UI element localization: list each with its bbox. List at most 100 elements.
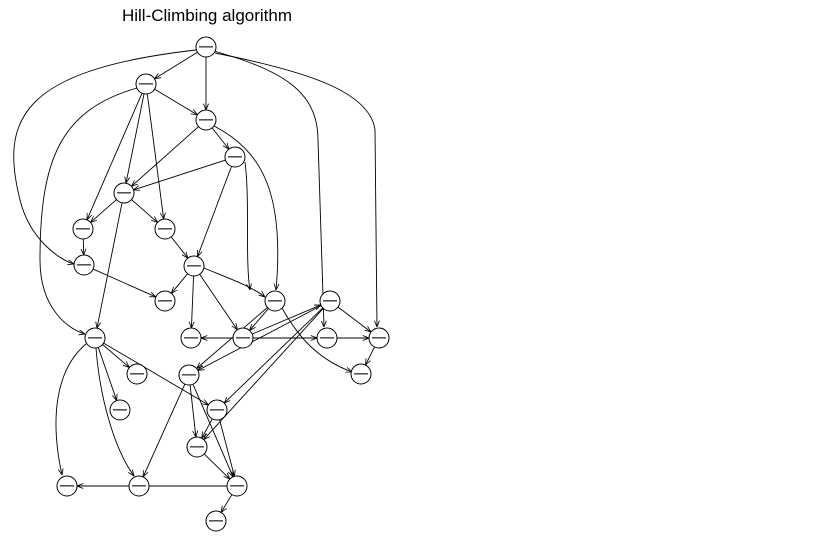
graph-edge [204, 308, 324, 439]
node-label-mark [158, 228, 172, 230]
graph-edge [91, 199, 117, 223]
graph-edge [189, 384, 196, 437]
node-label-mark [210, 409, 224, 411]
node-label-mark [209, 520, 223, 522]
graph-edge [250, 308, 269, 331]
graph-edge [252, 305, 321, 335]
graph-title: Hill-Climbing algorithm [121, 6, 293, 25]
node-label-mark [158, 300, 172, 302]
graph-edge [171, 273, 188, 294]
graph-edge [146, 93, 163, 219]
graph-edge [221, 494, 233, 513]
graph-node-n18 [109, 399, 131, 421]
node-label-mark [230, 485, 244, 487]
graph-node-n2 [135, 73, 157, 95]
graph-edge [365, 346, 375, 365]
node-label-mark [320, 337, 334, 339]
graph-node-n12 [84, 327, 106, 349]
graph-node-n23 [226, 475, 248, 497]
graph-edge [154, 88, 198, 115]
node-label-mark [76, 228, 90, 230]
node-label-mark [139, 83, 153, 85]
node-label-mark [228, 156, 242, 158]
graph-edge [202, 418, 213, 438]
graph-node-n11 [180, 327, 202, 349]
graph-edge [198, 305, 322, 371]
graph-node-n4 [224, 146, 246, 168]
node-label-mark [60, 485, 74, 487]
node-label-mark [236, 337, 250, 339]
node-label-mark [130, 373, 144, 375]
graph-edge [203, 453, 230, 479]
node-label-mark [77, 264, 91, 266]
graph-edge [92, 268, 156, 297]
graph-edge [170, 236, 188, 258]
graph-edge [95, 347, 134, 476]
node-label-mark [199, 119, 213, 121]
graph-edge [55, 343, 87, 475]
graph-edge [191, 275, 193, 328]
graph-edge [198, 166, 232, 256]
graph-edge [214, 52, 377, 327]
graph-node-n20 [178, 364, 200, 386]
graph-edge [97, 202, 123, 328]
graph-edge [97, 347, 116, 400]
graph-node-n27 [128, 475, 150, 497]
graph-edge [224, 307, 324, 403]
graph-node-n7 [154, 218, 176, 240]
graph-node-n3 [195, 109, 217, 131]
graph-edge [281, 307, 352, 372]
graph-edge [213, 125, 278, 290]
graph-edge [134, 159, 226, 190]
graph-edge [39, 87, 138, 334]
graph-edge [131, 199, 158, 223]
graph-edge [337, 306, 371, 332]
node-label-mark [268, 300, 282, 302]
graph-node-n25 [205, 510, 227, 532]
node-label-mark [182, 374, 196, 376]
graph-node-n21 [368, 327, 390, 349]
graph-edge [87, 92, 143, 220]
node-label-mark [372, 337, 386, 339]
graph-node-n24 [350, 363, 372, 385]
node-label-mark [199, 46, 213, 48]
graph-edge [199, 274, 238, 329]
graph-edge [102, 344, 130, 368]
node-label-mark [187, 265, 201, 267]
graph-edge [219, 419, 235, 477]
graph-edge [131, 126, 199, 187]
graph-node-n9 [183, 255, 205, 277]
node-label-mark [132, 485, 146, 487]
graph-edge [211, 127, 229, 149]
node-label-mark [184, 337, 198, 339]
graph-node-n19 [206, 399, 228, 421]
graph-node-n8 [73, 254, 95, 276]
graph-node-n16 [316, 327, 338, 349]
node-label-mark [354, 373, 368, 375]
graph-edge [13, 49, 197, 264]
node-label-mark [323, 300, 337, 302]
graph-node-n1 [195, 36, 217, 58]
graph-edge [192, 384, 233, 477]
graph-edge [143, 383, 186, 477]
graph-node-n17 [126, 363, 148, 385]
node-label-mark [113, 409, 127, 411]
graph-edge [213, 50, 324, 327]
node-label-mark [117, 192, 131, 194]
graph-node-n13 [232, 327, 254, 349]
graph-edge [197, 307, 268, 369]
node-label-mark [88, 337, 102, 339]
node-label-mark [190, 446, 204, 448]
graph-edge [155, 51, 198, 79]
graph-node-n10 [154, 290, 176, 312]
graph-node-n14 [264, 290, 286, 312]
graph-node-n22 [186, 436, 208, 458]
graph-edge [203, 267, 265, 297]
graph-node-n26 [56, 475, 78, 497]
graph-edge [244, 161, 250, 290]
graph-node-n5 [113, 182, 135, 204]
graph-edge [126, 93, 145, 183]
graph-node-n6 [72, 218, 94, 240]
graph-node-n15 [319, 290, 341, 312]
